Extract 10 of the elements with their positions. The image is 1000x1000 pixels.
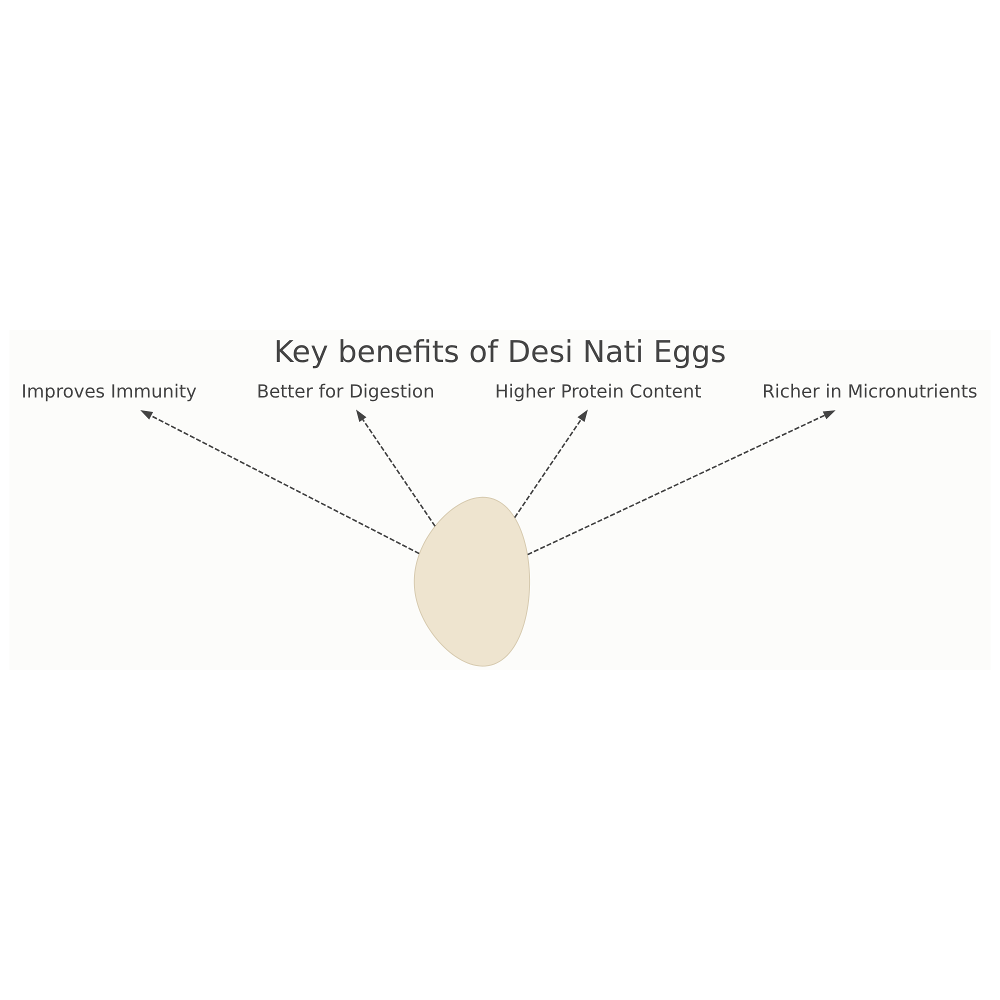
node-text: Higher Protein Content xyxy=(495,382,702,403)
diagram-title: Key benefits of Desi Nati Eggs xyxy=(274,335,726,370)
node-egg xyxy=(414,496,530,667)
arrow xyxy=(527,410,836,556)
node-text: Richer in Micronutrients xyxy=(762,382,978,403)
arrow xyxy=(356,409,436,527)
node-text: Improves Immunity xyxy=(21,382,197,403)
node-text: Better for Digestion xyxy=(256,382,435,403)
arrow xyxy=(140,410,420,554)
arrow xyxy=(514,409,588,518)
